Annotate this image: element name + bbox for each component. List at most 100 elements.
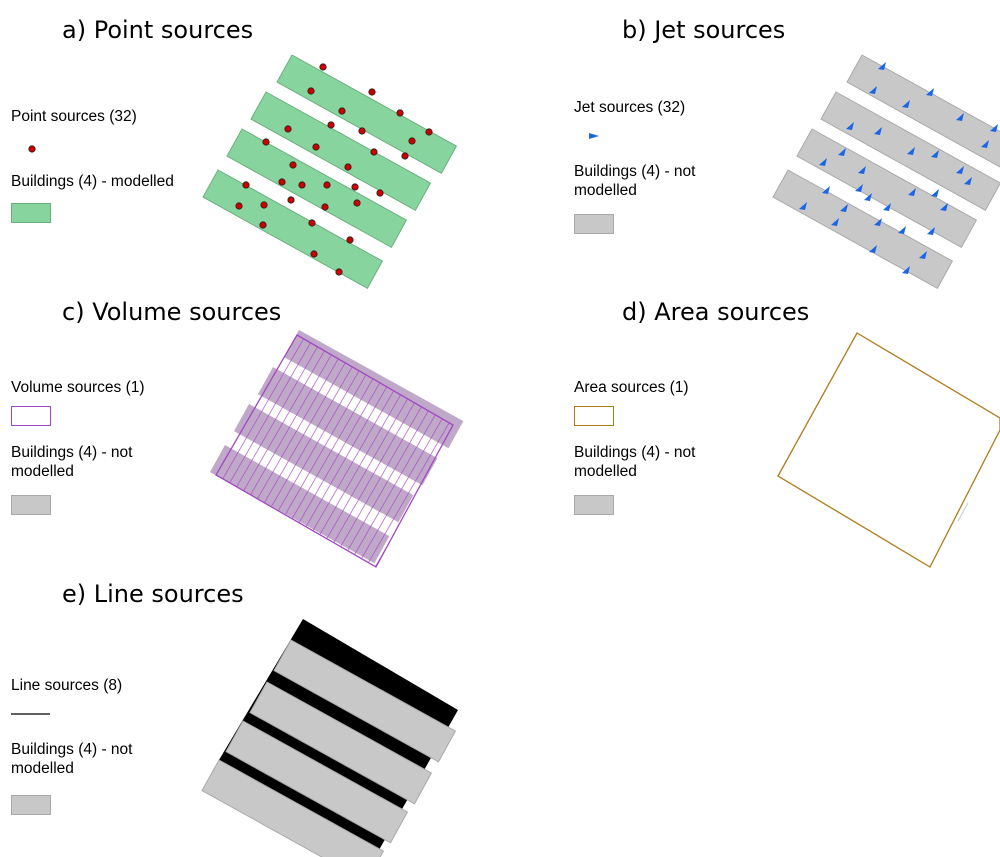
jet-source: [822, 186, 830, 194]
point-source: [235, 202, 243, 210]
point-source: [401, 152, 409, 160]
point-source: [260, 201, 268, 209]
panel-d-legend-source: Area sources (1): [574, 379, 689, 396]
point-source: [344, 163, 352, 171]
point-source: [327, 121, 335, 129]
jet-source: [902, 266, 910, 274]
point-source: [289, 161, 297, 169]
point-source: [310, 250, 318, 258]
building-3: [226, 128, 408, 248]
building-4: [202, 169, 384, 289]
panel-e-title: e) Line sources: [62, 580, 244, 608]
building-4: [201, 759, 385, 857]
point-source: [335, 268, 343, 276]
point-source: [376, 189, 384, 197]
point-source: [338, 107, 346, 115]
jet-source: [902, 100, 910, 108]
point-source: [319, 63, 327, 71]
point-source: [321, 203, 329, 211]
panel-b-legend-buildings: Buildings (4) - not modelled: [574, 163, 696, 199]
panel-e-legend-source: Line sources (8): [11, 677, 123, 694]
point-source: [298, 181, 306, 189]
jet-source: [819, 158, 827, 166]
point-source: [287, 196, 295, 204]
point-source: [368, 88, 376, 96]
jet-source: [908, 188, 916, 196]
building-modelled-swatch: [11, 203, 51, 223]
panel-c-legend-buildings: Buildings (4) - not modelled: [11, 444, 133, 480]
panel-b-title: b) Jet sources: [622, 16, 786, 44]
point-source: [323, 181, 331, 189]
panel-a-legend-source: Point sources (32): [11, 108, 137, 125]
jet-source: [956, 166, 964, 174]
jet-source: [926, 88, 934, 96]
building-1: [273, 639, 457, 763]
point-source: [370, 148, 378, 156]
volume-source-swatch: [11, 406, 51, 426]
jet-source: [927, 227, 935, 235]
building-1: [846, 54, 1000, 168]
jet-source: [869, 245, 877, 253]
area-source: [777, 332, 1000, 568]
point-source: [425, 128, 433, 136]
jet-source: [858, 166, 866, 174]
point-source: [346, 236, 354, 244]
point-source: [312, 143, 320, 151]
jet-source: [931, 189, 939, 197]
panel-b-legend-source: Jet sources (32): [574, 99, 686, 116]
jet-source: [919, 251, 927, 259]
panel-c-title: c) Volume sources: [62, 298, 282, 326]
jet-source-legend-icon: [589, 133, 599, 139]
point-source: [262, 138, 270, 146]
jet-source: [907, 147, 915, 155]
panel-a-title: a) Point sources: [62, 16, 254, 44]
building-edge: [957, 502, 969, 522]
jet-source: [869, 86, 877, 94]
building-4: [772, 169, 954, 289]
building-3: [796, 128, 978, 248]
jet-source: [831, 218, 839, 226]
jet-source: [840, 204, 848, 212]
jet-source: [990, 124, 998, 132]
point-source: [259, 221, 267, 229]
building-not-modelled-swatch: [574, 214, 614, 234]
jet-source: [864, 193, 872, 201]
point-source: [351, 183, 359, 191]
point-source-legend-icon: [28, 145, 36, 153]
point-source: [307, 87, 315, 95]
point-source: [284, 125, 292, 133]
jet-source: [878, 62, 886, 70]
jet-source: [799, 202, 807, 210]
panel-d-title: d) Area sources: [622, 298, 810, 326]
point-source: [396, 109, 404, 117]
jet-source: [874, 127, 882, 135]
building-not-modelled-swatch: [11, 495, 51, 515]
building-2: [249, 681, 433, 805]
jet-source: [956, 113, 964, 121]
point-source: [278, 178, 286, 186]
jet-source: [931, 150, 939, 158]
panel-d-legend-buildings: Buildings (4) - not modelled: [574, 444, 696, 480]
line-source-legend-icon: [11, 713, 50, 715]
jet-source: [981, 140, 989, 148]
jet-source: [846, 122, 854, 130]
jet-source: [940, 203, 948, 211]
jet-source: [898, 226, 906, 234]
jet-source: [874, 218, 882, 226]
point-source: [408, 137, 416, 145]
jet-source: [838, 148, 846, 156]
point-source: [308, 219, 316, 227]
point-source: [358, 127, 366, 135]
area-source-swatch: [574, 406, 614, 426]
jet-source: [964, 177, 972, 185]
panel-a-legend-buildings: Buildings (4) - modelled: [11, 173, 174, 190]
jet-source: [883, 203, 891, 211]
building-3: [225, 720, 409, 844]
panel-c-legend-source: Volume sources (1): [11, 379, 145, 396]
jet-source: [855, 184, 863, 192]
building-not-modelled-swatch: [574, 495, 614, 515]
